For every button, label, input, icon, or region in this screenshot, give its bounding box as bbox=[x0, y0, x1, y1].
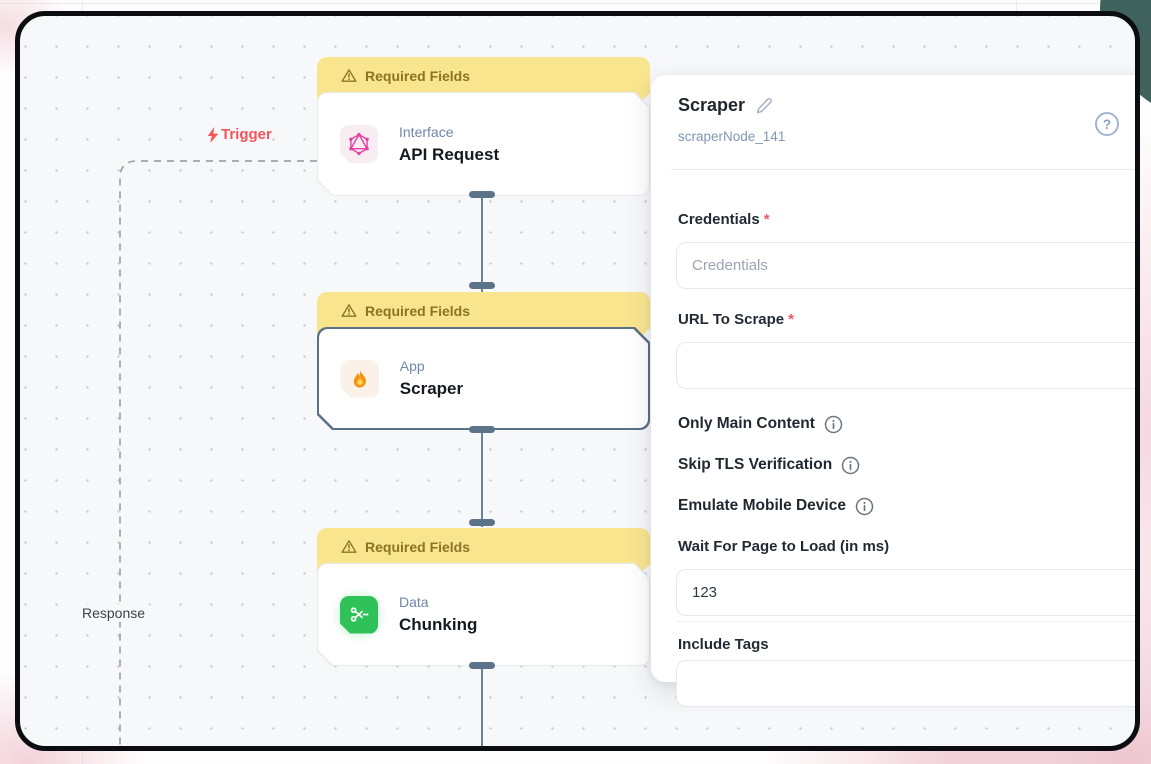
fire-icon bbox=[341, 360, 379, 398]
divider bbox=[671, 169, 1135, 170]
node-chunking[interactable]: Data Chunking bbox=[317, 563, 650, 666]
trigger-text: Trigger bbox=[221, 126, 272, 143]
include-tags-label: Include Tags bbox=[678, 636, 769, 653]
node-category: Data bbox=[399, 594, 429, 610]
warning-icon bbox=[341, 539, 357, 554]
node-title: Scraper bbox=[399, 379, 464, 398]
trigger-label: Trigger bbox=[207, 126, 272, 143]
node-title: Chunking bbox=[399, 615, 478, 634]
node-title: API Request bbox=[399, 144, 500, 164]
svg-text:?: ? bbox=[1103, 117, 1111, 132]
credentials-input[interactable] bbox=[676, 242, 1135, 289]
banner-text: Required Fields bbox=[365, 303, 471, 319]
connector-output-handle[interactable] bbox=[469, 191, 495, 198]
edit-pencil-icon[interactable] bbox=[755, 97, 773, 115]
warning-icon bbox=[341, 303, 357, 318]
connector-output-handle[interactable] bbox=[469, 426, 495, 433]
node-config-panel: Scraper scraperNode_141 ? Credentials* U… bbox=[651, 75, 1135, 707]
info-icon[interactable] bbox=[824, 415, 843, 434]
node-scraper[interactable]: App Scraper bbox=[317, 327, 650, 430]
panel-title: Scraper bbox=[678, 95, 746, 115]
node-category: App bbox=[399, 358, 425, 374]
banner-text: Required Fields bbox=[365, 539, 471, 555]
wait-for-page-label: Wait For Page to Load (in ms) bbox=[678, 538, 890, 555]
emulate-mobile-device-label: Emulate Mobile Device bbox=[678, 497, 846, 514]
workflow-canvas-frame: Trigger Response Required Fields bbox=[15, 11, 1140, 751]
include-tags-input[interactable] bbox=[676, 660, 1135, 707]
background-grid-line bbox=[0, 3, 1151, 4]
url-to-scrape-input[interactable] bbox=[676, 342, 1135, 389]
node-id: scraperNode_141 bbox=[678, 129, 786, 144]
connector-line bbox=[481, 430, 483, 527]
scissors-icon bbox=[340, 596, 378, 634]
url-to-scrape-label: URL To Scrape* bbox=[678, 311, 794, 328]
graphql-icon bbox=[340, 125, 378, 163]
warning-icon bbox=[341, 68, 357, 83]
required-marker: * bbox=[763, 211, 770, 228]
wait-for-page-input[interactable] bbox=[676, 569, 1135, 616]
connector-input-handle[interactable] bbox=[469, 282, 495, 289]
credentials-label: Credentials* bbox=[678, 211, 770, 228]
info-icon[interactable] bbox=[855, 497, 874, 516]
required-marker: * bbox=[788, 311, 794, 328]
info-icon[interactable] bbox=[841, 456, 860, 475]
connector-line bbox=[481, 666, 483, 746]
skip-tls-verification-label: Skip TLS Verification bbox=[678, 456, 833, 473]
connector-line bbox=[481, 196, 483, 292]
node-api-request[interactable]: Interface API Request bbox=[317, 92, 650, 196]
banner-text: Required Fields bbox=[365, 68, 471, 84]
connector-input-handle[interactable] bbox=[469, 519, 495, 526]
connector-output-handle[interactable] bbox=[469, 662, 495, 669]
node-category: Interface bbox=[399, 123, 454, 140]
response-label: Response bbox=[78, 604, 150, 622]
divider bbox=[676, 621, 1135, 622]
lightning-bolt-icon bbox=[207, 126, 219, 143]
only-main-content-label: Only Main Content bbox=[678, 415, 815, 432]
help-icon[interactable]: ? bbox=[1094, 111, 1120, 137]
